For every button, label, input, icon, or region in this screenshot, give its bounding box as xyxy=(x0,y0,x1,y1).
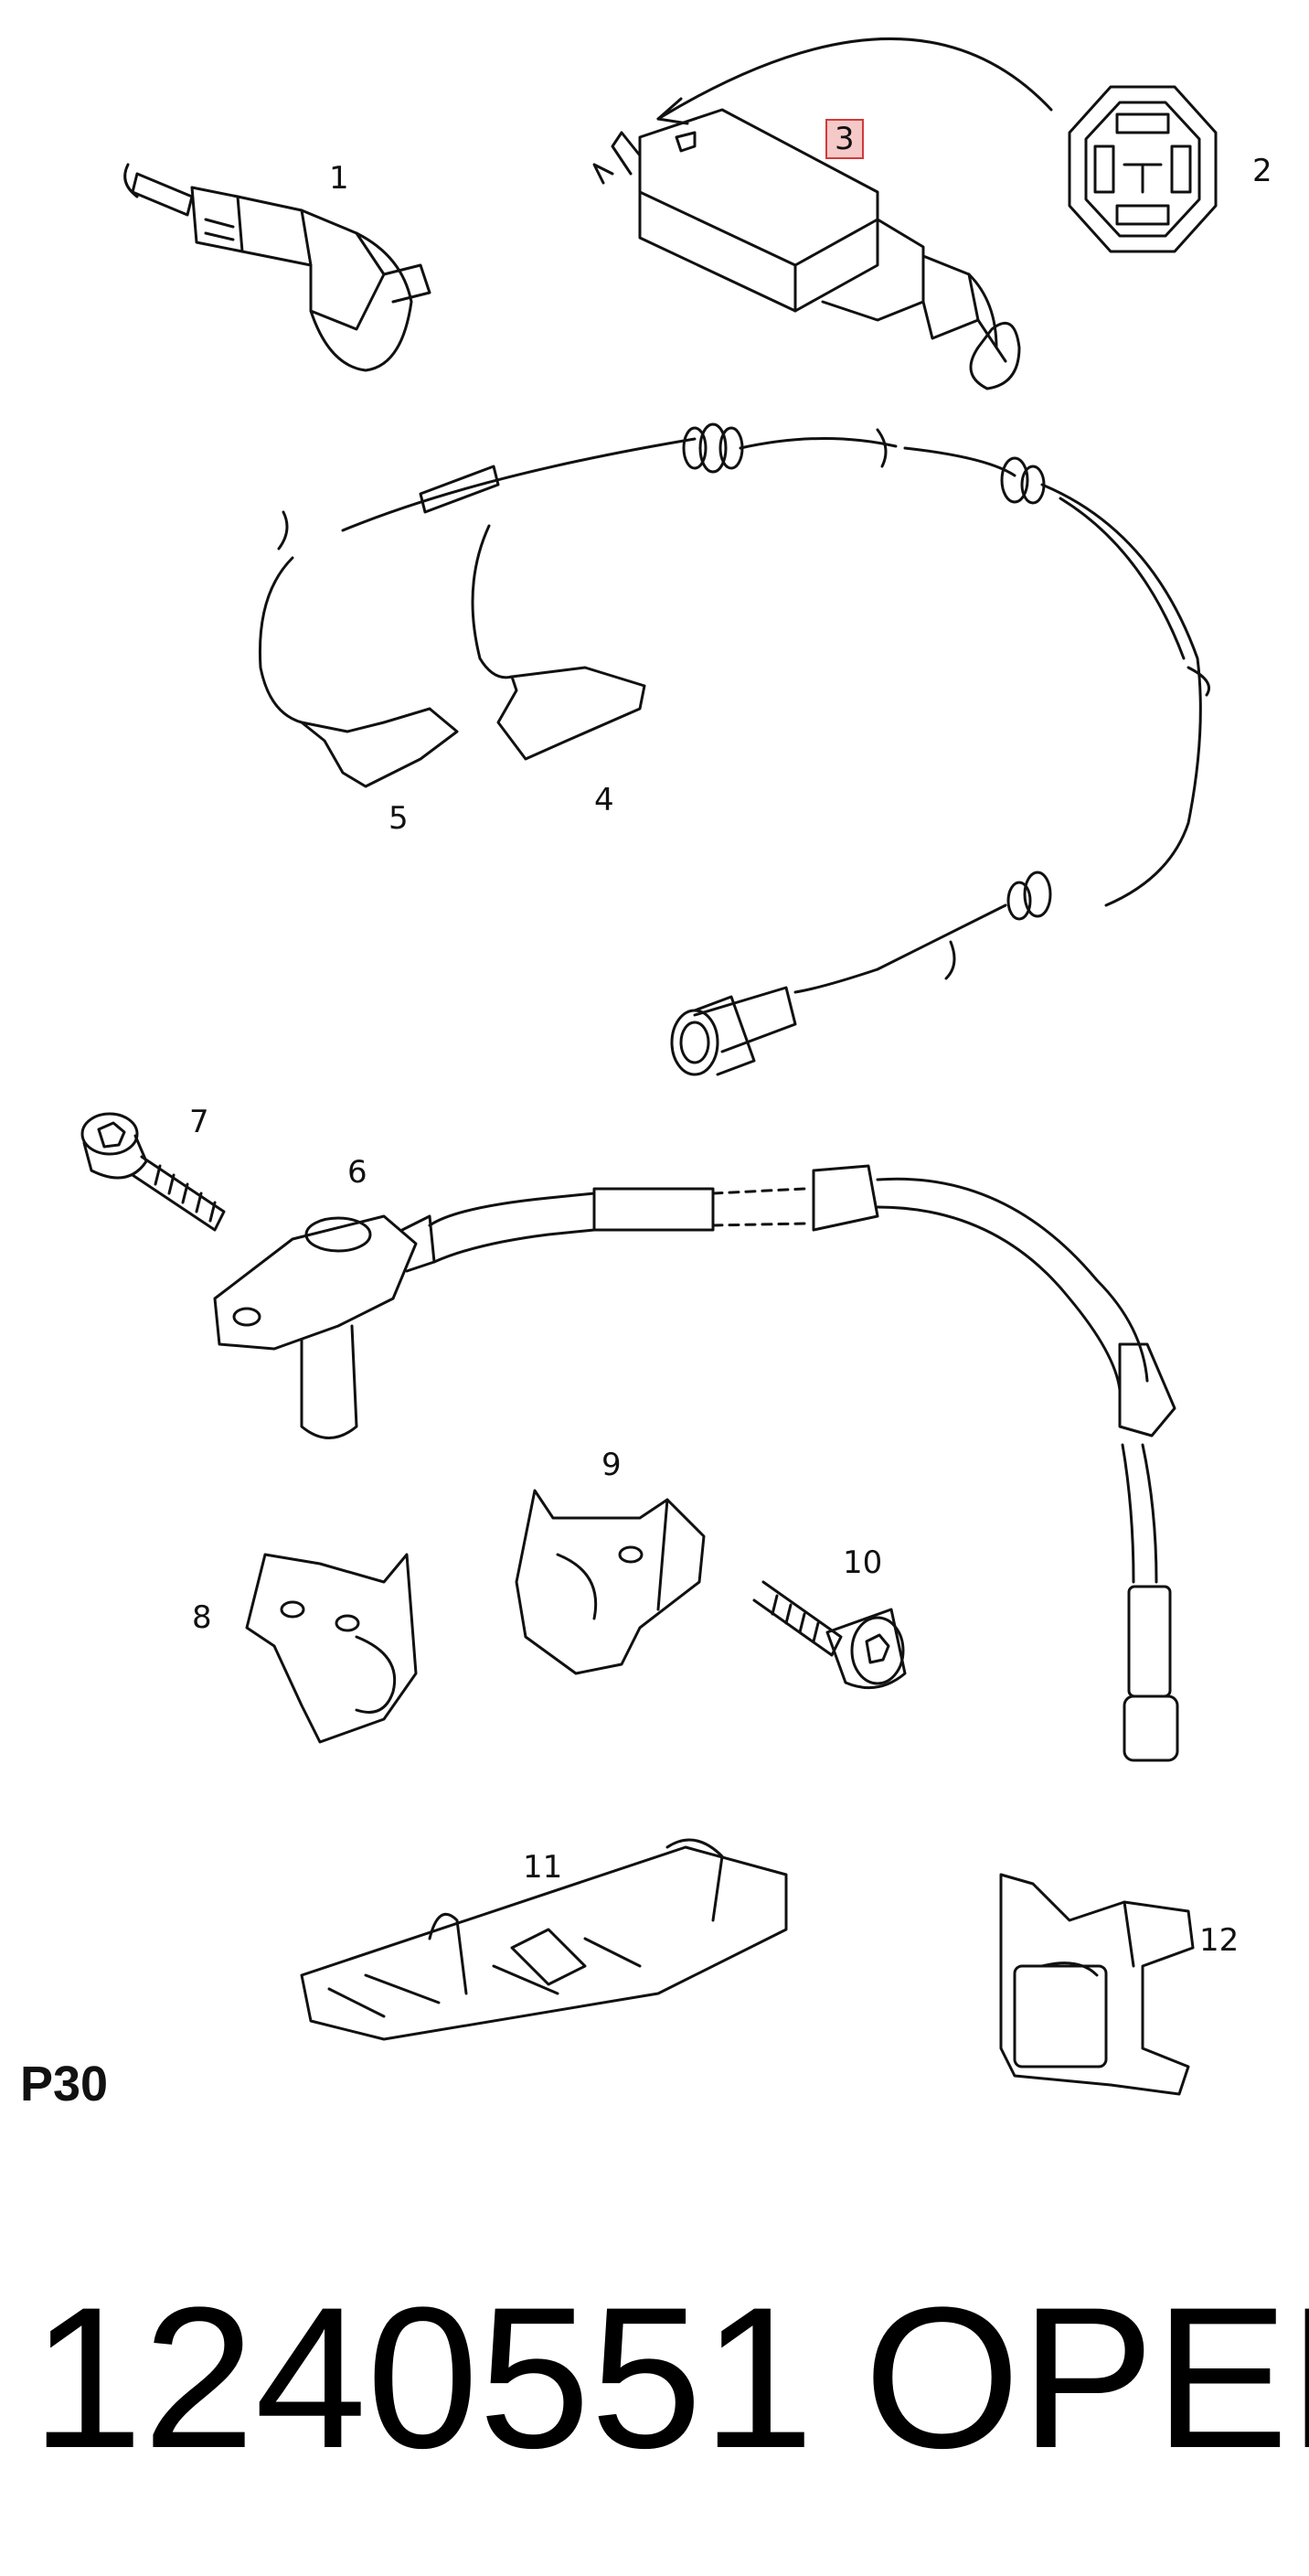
part-number: 1240551 xyxy=(31,2265,814,2490)
callout-3-highlighted: 3 xyxy=(825,119,864,159)
brand-name: OPEL xyxy=(864,2265,1309,2490)
part-2-connector-face xyxy=(1068,85,1218,253)
section-code-label: P30 xyxy=(20,2057,109,2111)
part-11-harness-clip xyxy=(300,1838,788,2041)
part-6-crankshaft-sensor xyxy=(213,1164,1179,1762)
callout-6: 6 xyxy=(347,1154,367,1191)
connector-arrow xyxy=(656,37,1053,121)
part-12-clip xyxy=(999,1873,1195,2096)
part-7-bolt xyxy=(80,1112,226,1232)
part-9-bracket xyxy=(515,1489,706,1675)
callout-5: 5 xyxy=(388,800,409,837)
callout-7: 7 xyxy=(189,1104,209,1140)
part-1-brake-switch xyxy=(123,163,431,372)
part-10-bolt xyxy=(752,1580,907,1690)
exploded-parts-drawing xyxy=(80,37,1218,2096)
arrow-head xyxy=(656,97,689,125)
sensor-wiring-harness xyxy=(258,422,1210,1076)
callout-11: 11 xyxy=(523,1849,563,1886)
callout-10: 10 xyxy=(843,1545,883,1581)
callout-8: 8 xyxy=(192,1599,212,1636)
callout-12: 12 xyxy=(1199,1922,1240,1959)
callout-9: 9 xyxy=(601,1447,622,1483)
part-3-stop-light-switch xyxy=(592,108,1021,390)
callout-2: 2 xyxy=(1252,153,1272,189)
part-8-bracket xyxy=(245,1553,418,1744)
callout-4: 4 xyxy=(594,782,614,818)
callout-1: 1 xyxy=(329,160,349,197)
